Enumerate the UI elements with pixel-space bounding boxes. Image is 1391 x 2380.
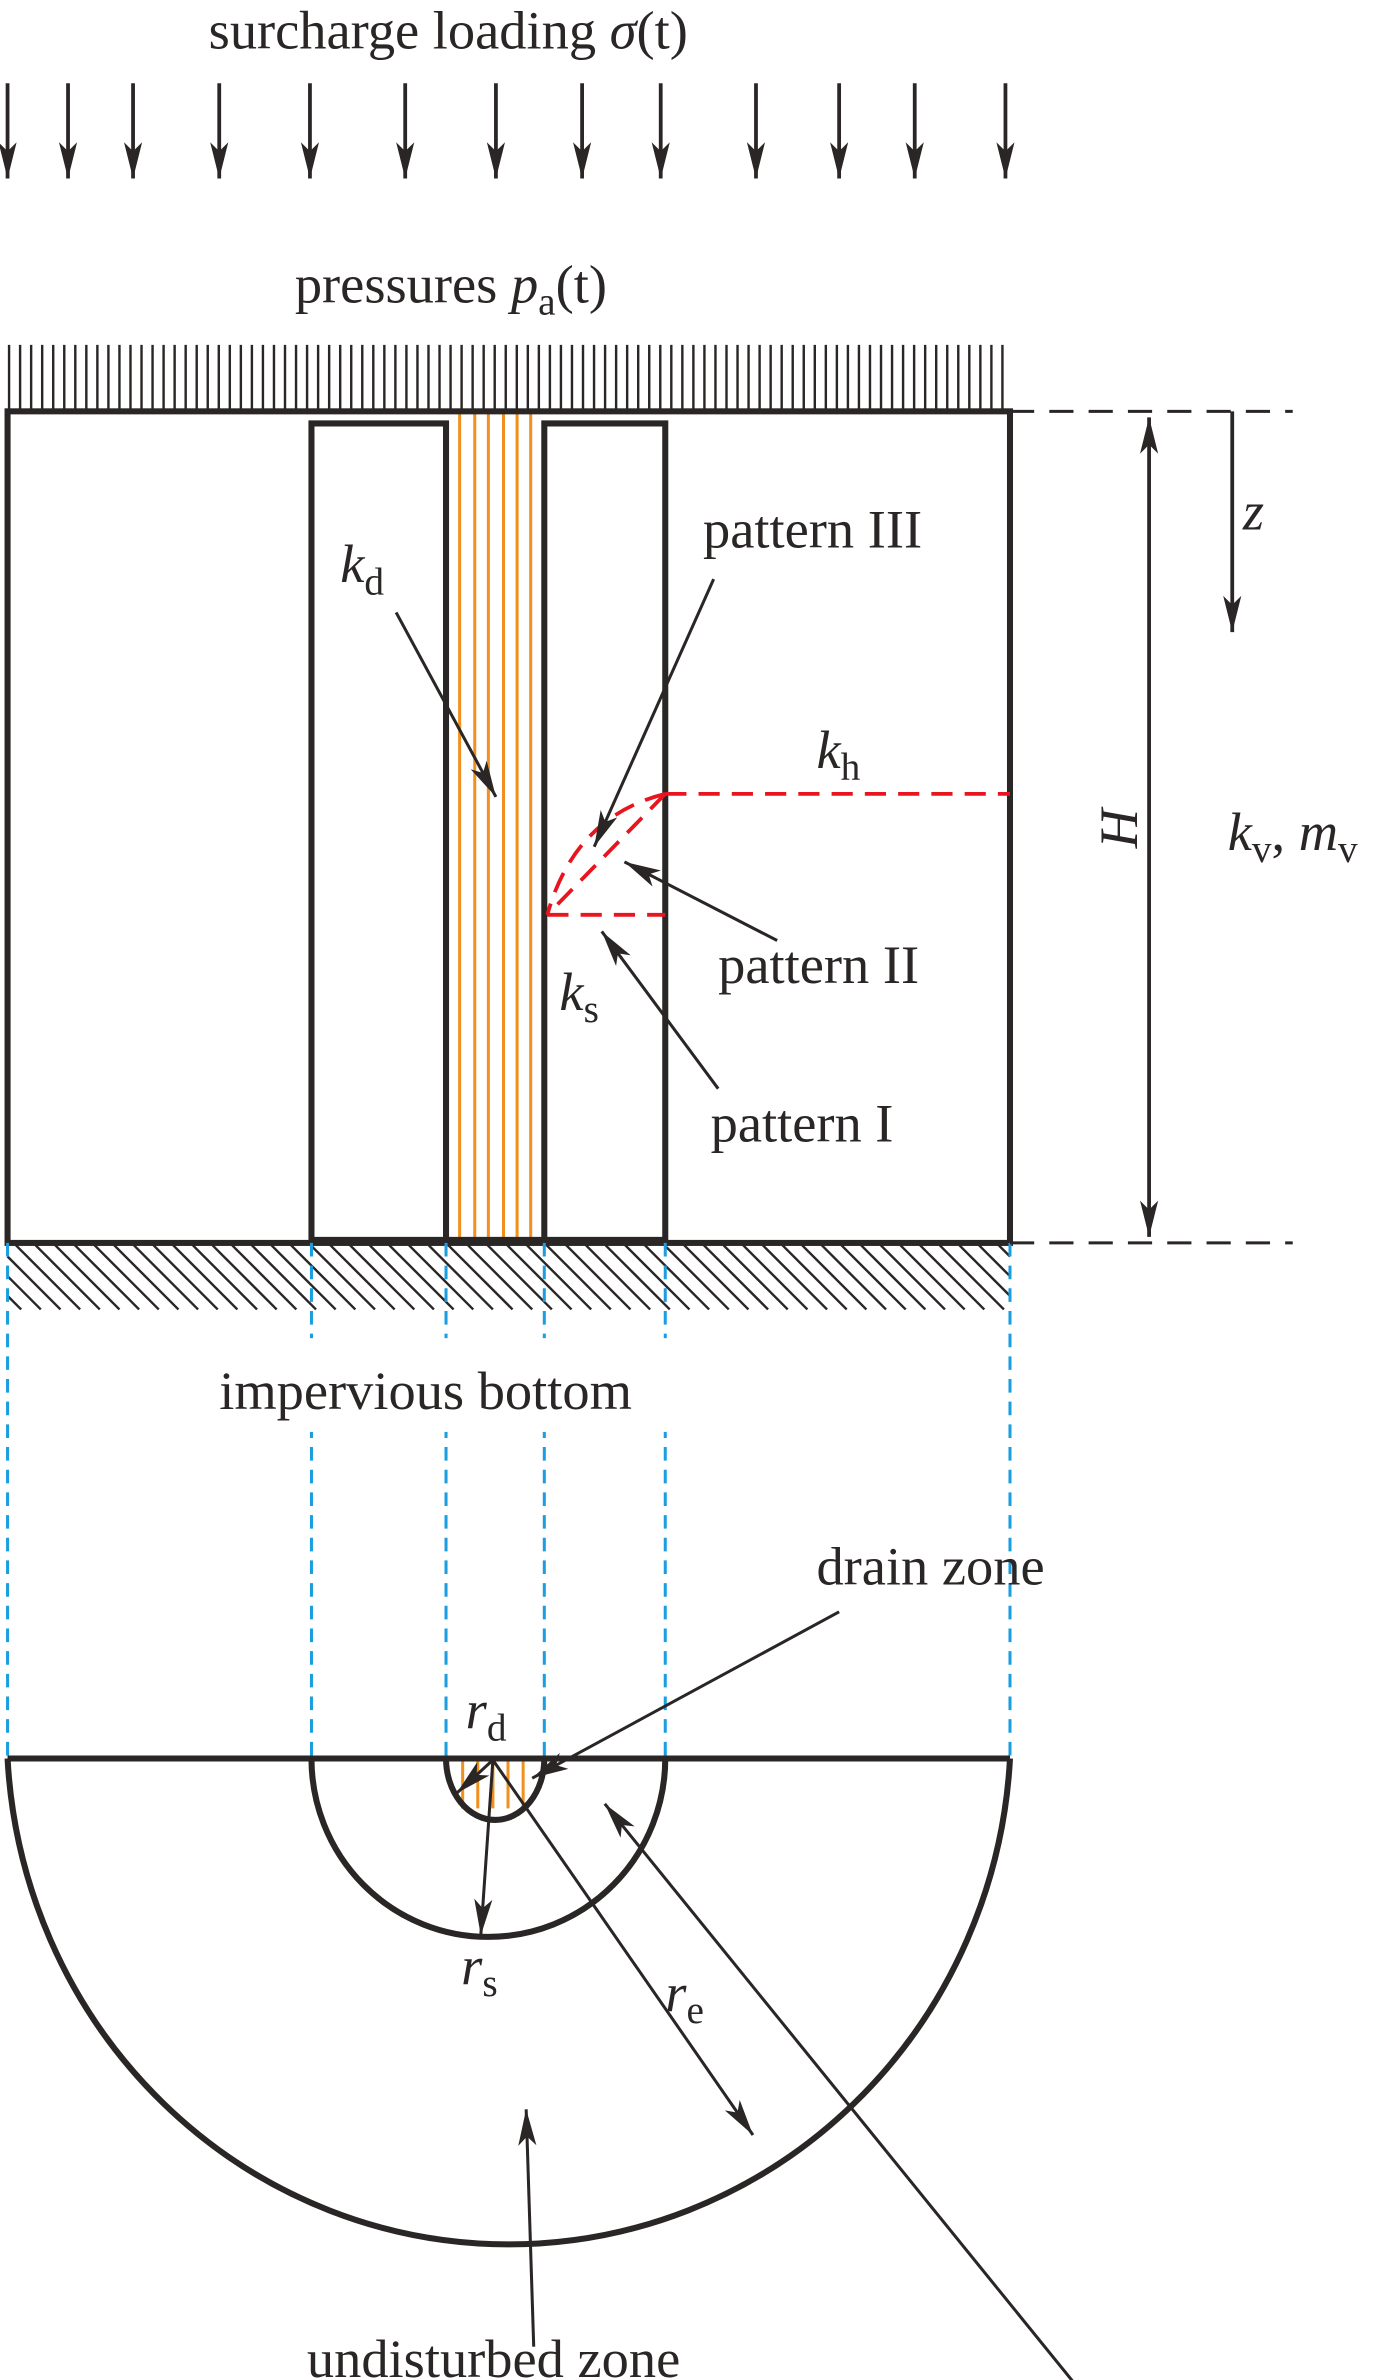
drain-boundary xyxy=(443,1758,548,1823)
rd-label: rd xyxy=(466,1679,507,1749)
hatch-line xyxy=(838,1242,907,1311)
pattern-I-label: pattern I xyxy=(711,1093,894,1154)
hatch-line xyxy=(759,1242,828,1311)
reference-lines xyxy=(1009,409,1293,1245)
drain-zone-label: drain zone xyxy=(816,1536,1044,1597)
hatch-line xyxy=(936,1242,1005,1311)
hatch-line xyxy=(818,1242,887,1311)
plan-view xyxy=(4,1755,1014,2248)
kd-label: kd xyxy=(340,533,384,603)
surcharge-label: surcharge loading σ(t) xyxy=(209,0,688,60)
hatch-line xyxy=(189,1242,258,1311)
radius-arrows xyxy=(455,1610,1074,2380)
drain-fill xyxy=(458,411,533,1243)
z-label: z xyxy=(1242,480,1264,541)
hatch-line xyxy=(661,1242,730,1311)
hatch-line xyxy=(71,1242,140,1311)
hatch-line xyxy=(740,1242,809,1311)
hatch-line xyxy=(916,1242,986,1311)
hatch-line xyxy=(641,1242,710,1311)
soil-cylinder-section xyxy=(4,408,1014,1246)
hatch-line xyxy=(602,1242,671,1311)
hatch-line xyxy=(346,1242,416,1311)
hatch-line xyxy=(327,1242,396,1311)
callout-arrows xyxy=(394,578,778,1090)
hatch-line xyxy=(130,1242,199,1311)
hatch-line xyxy=(464,1242,534,1311)
hatch-line xyxy=(307,1242,376,1311)
hatch-line xyxy=(504,1242,573,1311)
hatch-line xyxy=(484,1242,553,1311)
projection-lines xyxy=(6,1242,1012,1759)
rs-label: rs xyxy=(461,1935,497,2005)
ks-label: ks xyxy=(559,961,598,1031)
hatch-line xyxy=(523,1242,593,1311)
pattern-III-label: pattern III xyxy=(703,498,922,559)
hatch-line xyxy=(32,1242,101,1311)
pattern-II-line xyxy=(545,792,667,917)
pattern-III-curve xyxy=(545,792,666,916)
hatch-line xyxy=(209,1242,278,1311)
pressures-label: pressures pa(t) xyxy=(295,253,607,323)
impervious-hatch xyxy=(6,1242,1011,1311)
kv-mv-label: kv, mv xyxy=(1228,801,1358,871)
smear-zone-boundary xyxy=(308,1758,669,1940)
hatch-line xyxy=(169,1242,239,1311)
hatch-line xyxy=(425,1242,494,1311)
permeability-patterns xyxy=(545,791,1010,917)
hatch-line xyxy=(798,1242,868,1311)
hatch-line xyxy=(720,1242,789,1311)
hatch-line xyxy=(622,1242,691,1311)
hatch-line xyxy=(445,1242,514,1311)
hatch-line xyxy=(857,1242,927,1311)
hatch-line xyxy=(111,1242,180,1311)
hatch-line xyxy=(700,1242,769,1311)
H-label: H xyxy=(1088,806,1149,849)
hatch-line xyxy=(366,1242,435,1311)
vacuum-pressure-hatch xyxy=(7,344,1004,412)
hatch-line xyxy=(681,1242,750,1311)
impervious-label: impervious bottom xyxy=(219,1360,632,1421)
hatch-line xyxy=(91,1242,160,1311)
hatch-line xyxy=(779,1242,848,1311)
surcharge-arrows xyxy=(0,83,1015,179)
hatch-line xyxy=(897,1242,966,1311)
hatch-line xyxy=(6,1255,62,1311)
hatch-line xyxy=(975,1242,1011,1278)
hatch-line xyxy=(52,1242,121,1311)
hatch-line xyxy=(582,1242,651,1311)
impervious-label-bg xyxy=(173,1338,787,1432)
hatch-line xyxy=(563,1242,632,1311)
hatch-line xyxy=(386,1242,455,1311)
hatch-line xyxy=(248,1242,317,1311)
re-label: re xyxy=(665,1962,704,2032)
hatch-line xyxy=(877,1242,946,1311)
hatch-line xyxy=(543,1242,612,1311)
undisturbed-zone-boundary xyxy=(4,1758,1014,2248)
hatch-line xyxy=(228,1242,298,1311)
hatch-line xyxy=(6,1294,23,1311)
hatch-line xyxy=(12,1242,81,1311)
hatch-line xyxy=(405,1242,475,1311)
hatch-line xyxy=(6,1275,42,1311)
undisturbed-zone-label: undisturbed zone xyxy=(307,2328,680,2380)
hatch-line xyxy=(268,1242,337,1311)
hatch-line xyxy=(150,1242,219,1311)
hatch-line xyxy=(956,1242,1011,1297)
smear-zone-label: smear zone xyxy=(1077,2370,1323,2380)
kh-label: kh xyxy=(816,719,860,789)
hatch-line xyxy=(287,1242,357,1311)
pattern-II-label: pattern II xyxy=(718,934,919,995)
